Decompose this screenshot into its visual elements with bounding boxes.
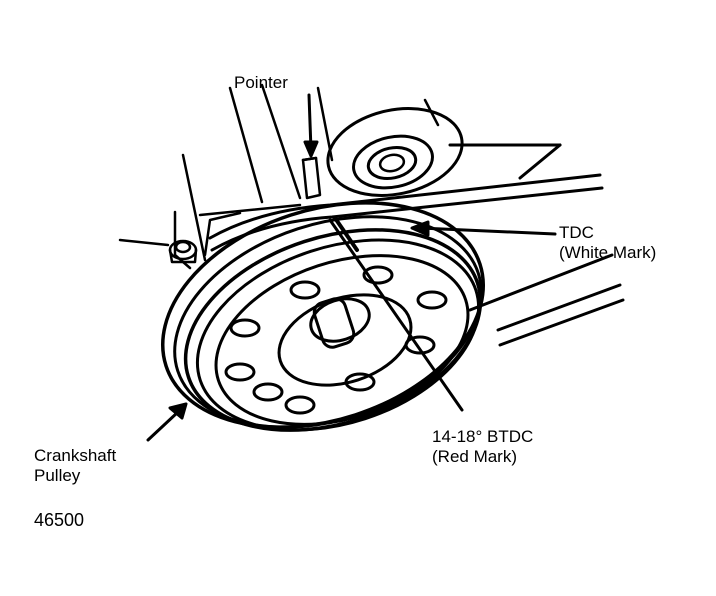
tdc-label-line1: TDC <box>559 223 594 242</box>
leader-lines <box>148 95 555 440</box>
crankshaft-label-line2: Pulley <box>34 466 81 485</box>
accessory-pulley <box>320 97 470 207</box>
pointer-label: Pointer <box>234 73 288 93</box>
crankshaft-pulley-body <box>134 164 513 466</box>
crankshaft-pulley-label: Crankshaft Pulley <box>34 446 116 486</box>
pulley-holes <box>226 267 446 413</box>
tdc-label-line2: (White Mark) <box>559 243 657 262</box>
tdc-label: TDC (White Mark) <box>559 223 656 263</box>
figure-number: 46500 <box>34 510 84 530</box>
btdc-label: 14-18° BTDC (Red Mark) <box>432 427 533 467</box>
btdc-label-line1: 14-18° BTDC <box>432 427 534 446</box>
timing-pointer <box>303 158 320 198</box>
figure-number-text: 46500 <box>34 510 85 530</box>
btdc-label-line2: (Red Mark) <box>432 447 518 466</box>
pointer-label-text: Pointer <box>234 73 288 92</box>
bolt-head <box>170 241 196 262</box>
crankshaft-label-line1: Crankshaft <box>34 446 117 465</box>
